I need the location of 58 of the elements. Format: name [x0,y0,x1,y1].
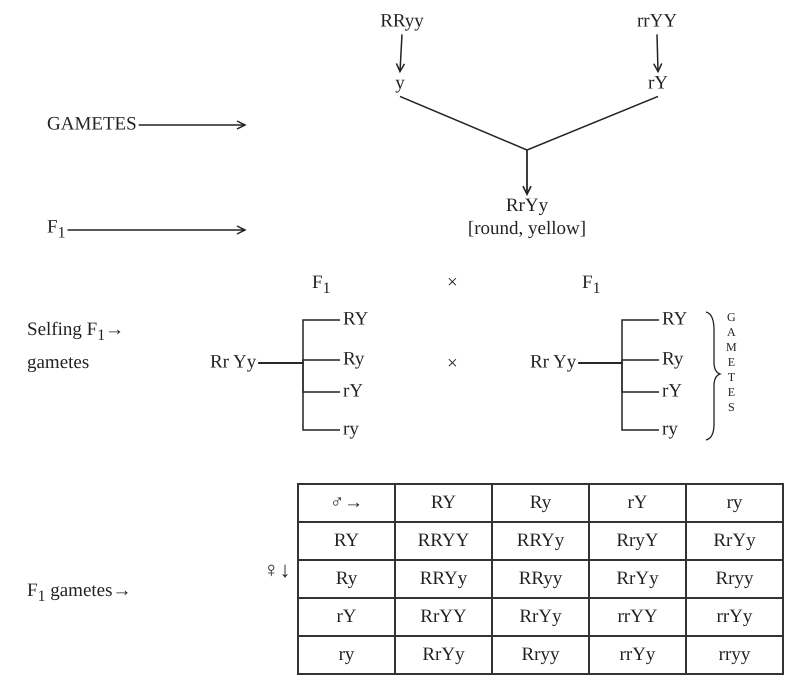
header-cell: ry [298,636,395,674]
header-cell: RY [298,522,395,560]
genotype-cell: RrYy [589,560,686,598]
gamete-label: ry [662,418,678,442]
genotype-label: Rr Yy [210,352,256,374]
gamete-label: RY [343,308,368,332]
genotype-cell: RryY [589,522,686,560]
gamete-label: Ry [662,348,684,372]
row-label: F$_{1}$ gametes→ [27,580,132,607]
genotype-label: Rr Yy [530,352,576,374]
gamete-label: ry [343,418,359,442]
genotype-cell: rrYY [589,598,686,636]
gamete-label: rY [662,380,682,404]
genotype-cell: RRYy [395,560,492,598]
genotype-cell: RRYY [395,522,492,560]
generation-label: F$_{1}$ [312,272,330,299]
arrow [68,225,246,235]
genotype-cell: RrYY [395,598,492,636]
generation-label: F$_{1}$ [582,272,600,299]
row-label: F$_{1}$ [47,216,66,244]
vertical-label: GAMETES [724,310,738,415]
genotype-label: RRyy [380,10,424,34]
header-cell: RY [395,484,492,522]
genotype-cell: rrYy [686,598,783,636]
header-cell: ry [686,484,783,522]
arrow [522,96,658,195]
header-cell: rY [589,484,686,522]
gamete-label: rY [648,72,668,96]
genotype-cell: RrYy [395,636,492,674]
gamete-label: RY [662,308,688,332]
female-symbol: ♀↓ [263,557,290,584]
genotype-label: rrYY [636,10,678,34]
genotype-cell: RRYy [492,522,589,560]
genotype-cell: RRyy [492,560,589,598]
row-label: Selfing F$_{1}$→ gametes [27,318,126,376]
genotype-cell: rryy [686,636,783,674]
genotype-cell: RrYy [686,522,783,560]
arrow [138,120,246,130]
bracket-line [578,362,659,431]
header-cell: Ry [492,484,589,522]
bracket-line [258,362,340,431]
phenotype-label: [round, yellow] [468,218,586,241]
gamete-label: Ry [343,348,364,372]
genotype-cell: Rryy [492,636,589,674]
gamete-label: y [395,72,405,96]
arrow [653,34,663,72]
genotype-label: RrYy [504,195,550,218]
gamete-label: rY [343,380,364,404]
genotype-cell: Rryy [686,560,783,598]
arrow [396,34,406,72]
cross-sign: × [447,353,458,376]
genotype-cell: RrYy [492,598,589,636]
header-cell: Ry [298,560,395,598]
genotype-cell: rrYy [589,636,686,674]
male-symbol: ♂→ [298,484,395,522]
cross-sign: × [447,272,458,295]
row-label: GAMETES [47,114,137,136]
header-cell: rY [298,598,395,636]
